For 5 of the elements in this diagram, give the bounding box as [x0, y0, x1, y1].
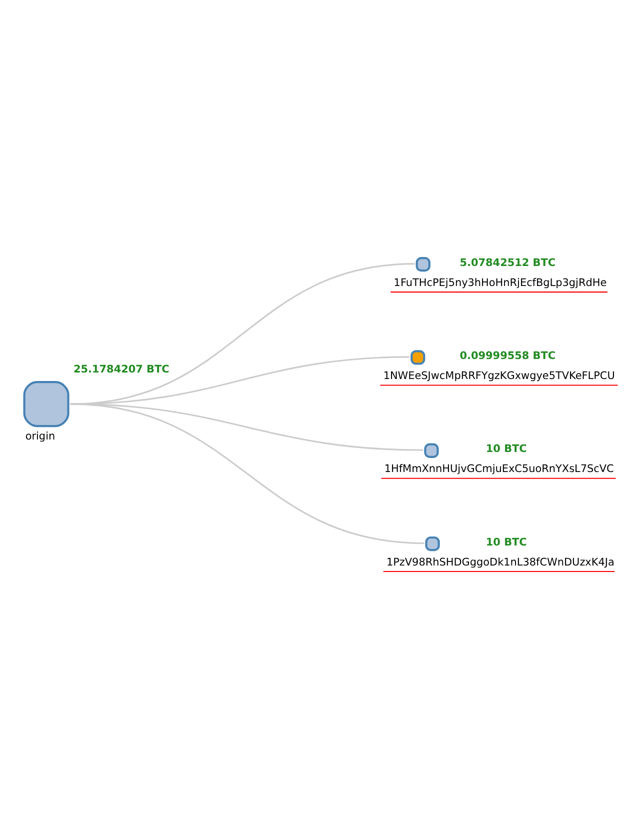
node-label: origin: [25, 430, 56, 442]
connector: [70, 262, 415, 404]
connector: [70, 402, 424, 544]
connector: [70, 356, 410, 404]
node-label: 25.1784207 BTC: [73, 363, 170, 376]
